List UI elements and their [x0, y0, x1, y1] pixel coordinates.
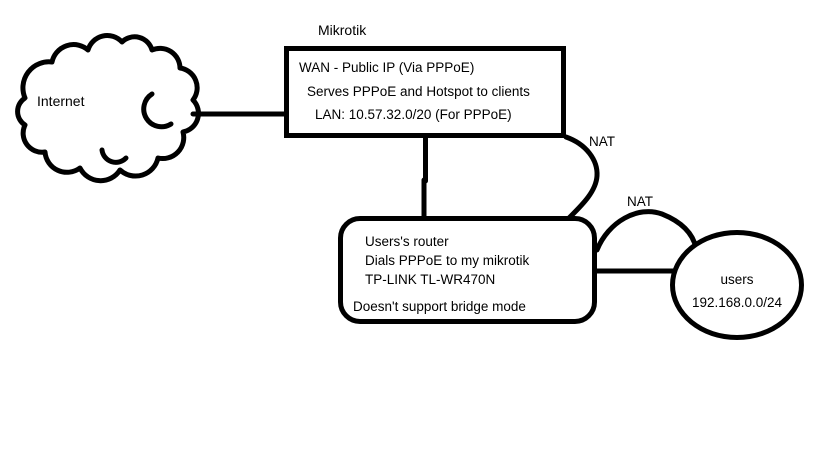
- cloud-hook-bottom: [99, 147, 129, 165]
- mikrotik-line-serves: Serves PPPoE and Hotspot to clients: [307, 83, 530, 99]
- cloud-hook-right: [141, 91, 174, 130]
- router-line-name: Users's router: [365, 234, 449, 249]
- mikrotik-line-lan: LAN: 10.57.32.0/20 (For PPPoE): [315, 107, 512, 122]
- router-line-model: TP-LINK TL-WR470N: [365, 272, 496, 287]
- nat-label-router: NAT: [627, 194, 653, 209]
- users-subnet: 192.168.0.0/24: [691, 294, 783, 310]
- nat-curve-mikrotik-router: [563, 134, 600, 221]
- mikrotik-description: WAN - Public IP (Via PPPoE) Serves PPPoE…: [289, 51, 561, 127]
- router-line-dials: Dials PPPoE to my mikrotik: [365, 253, 530, 268]
- users-router-box: Users's router Dials PPPoE to my mikroti…: [338, 216, 597, 324]
- nat-arc-router-users: [594, 209, 699, 253]
- link-mikrotik-router: [421, 132, 428, 223]
- mikrotik-line-wan: WAN - Public IP (Via PPPoE): [299, 60, 475, 75]
- mikrotik-box: WAN - Public IP (Via PPPoE) Serves PPPoE…: [284, 46, 566, 138]
- users-network-ellipse: users 192.168.0.0/24: [670, 230, 804, 340]
- router-note: Doesn't support bridge mode: [353, 299, 526, 314]
- mikrotik-title: Mikrotik: [318, 22, 367, 38]
- users-label: users: [720, 271, 754, 287]
- internet-label: Internet: [37, 93, 85, 109]
- nat-label-mikrotik: NAT: [589, 134, 615, 149]
- router-description: Users's router Dials PPPoE to my mikroti…: [365, 232, 592, 289]
